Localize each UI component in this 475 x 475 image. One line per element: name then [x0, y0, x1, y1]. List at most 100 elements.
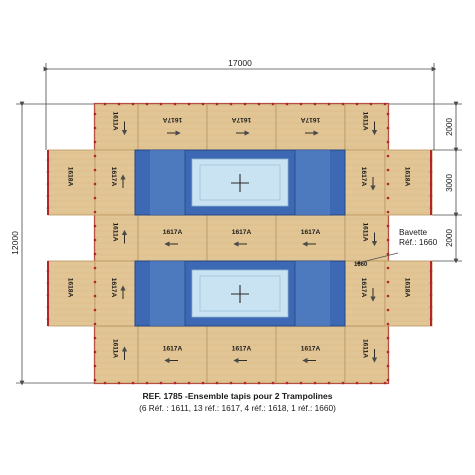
- mat-label: 1617A: [163, 229, 183, 236]
- handle-dot: [93, 322, 97, 326]
- width-dimension: 17000: [228, 58, 252, 68]
- handle-dot: [386, 336, 390, 340]
- handle-dot: [201, 381, 205, 385]
- handle-dot: [386, 238, 390, 242]
- edge-strip: [47, 150, 49, 215]
- mat-1617a: 1617A: [344, 149, 386, 216]
- mat-1617a: 1617A: [206, 214, 277, 262]
- handle-dot: [299, 102, 303, 106]
- handle-dot: [117, 381, 121, 385]
- mat-label: 1611A: [362, 111, 369, 130]
- mat-label: 1618A: [67, 167, 74, 187]
- handle-dot: [386, 168, 390, 172]
- handle-dot: [386, 308, 390, 312]
- handle-dot: [46, 293, 50, 297]
- handle-dot: [215, 102, 219, 106]
- bavette-callout: Bavette Réf.: 1660 1660: [354, 227, 438, 268]
- mat-label: 1611A: [362, 339, 369, 358]
- handle-dot: [46, 158, 50, 162]
- mat-label: 1617A: [110, 167, 117, 187]
- handle-dot: [386, 140, 390, 144]
- bavette-label: Bavette: [399, 227, 428, 237]
- edge-strip: [47, 261, 49, 326]
- edge-strip: [430, 150, 432, 215]
- mat-label: 1617A: [163, 346, 183, 353]
- handle-dot: [299, 381, 303, 385]
- handle-dot: [386, 182, 390, 186]
- handle-dot: [386, 266, 390, 270]
- handle-dot: [383, 381, 387, 385]
- handle-dot: [429, 317, 433, 321]
- handle-dot: [93, 252, 97, 256]
- handle-dot: [103, 102, 107, 106]
- mat-label: 1618A: [404, 278, 411, 298]
- mat-label: 1617A: [110, 278, 117, 298]
- handle-dot: [271, 381, 275, 385]
- handle-dot: [173, 381, 177, 385]
- handle-dot: [386, 322, 390, 326]
- handle-dot: [369, 381, 373, 385]
- dimension-lines: [16, 63, 462, 386]
- mat-1617a: 1617A: [137, 325, 208, 384]
- caption-title: REF. 1785 -Ensemble tapis pour 2 Trampol…: [142, 391, 333, 401]
- handle-dot: [386, 280, 390, 284]
- mat-label: 1617A: [232, 116, 252, 123]
- handle-dot: [93, 294, 97, 298]
- handle-dot: [327, 381, 331, 385]
- handle-dot: [285, 102, 289, 106]
- handle-dot: [187, 381, 191, 385]
- handle-dot: [93, 364, 97, 368]
- handle-dot: [429, 194, 433, 198]
- mat-1611a: 1611A: [344, 214, 389, 262]
- handle-dot: [386, 224, 390, 228]
- handle-dot: [429, 293, 433, 297]
- mat-1611a: 1611A: [94, 103, 139, 151]
- handle-dot: [93, 280, 97, 284]
- bavette-strip-label: 1660: [354, 262, 368, 268]
- mat-1611a: 1611A: [94, 214, 139, 262]
- trampoline-lower: [134, 260, 346, 327]
- handle-dot: [93, 154, 97, 158]
- mat-1617a: 1617A: [94, 260, 136, 327]
- mat-1611a: 1611A: [344, 103, 389, 151]
- handle-dot: [355, 381, 359, 385]
- handle-dot: [93, 168, 97, 172]
- mat-1618a: 1618A: [47, 260, 96, 327]
- handle-dot: [201, 102, 205, 106]
- trampolines: [134, 149, 346, 327]
- handle-dot: [429, 158, 433, 162]
- handle-dot: [243, 102, 247, 106]
- handle-dot: [46, 170, 50, 174]
- handle-dot: [285, 381, 289, 385]
- handle-dot: [145, 381, 149, 385]
- handle-dot: [93, 140, 97, 144]
- handle-dot: [313, 381, 317, 385]
- mat-1617a: 1617A: [344, 260, 386, 327]
- handle-dot: [386, 350, 390, 354]
- mat-1611a: 1611A: [344, 325, 389, 384]
- handle-dot: [271, 102, 275, 106]
- mat-label: 1611A: [112, 111, 119, 130]
- handle-dot: [369, 102, 373, 106]
- handle-dot: [429, 182, 433, 186]
- handle-dot: [46, 305, 50, 309]
- mat-label: 1617A: [360, 278, 367, 298]
- mat-label: 1611A: [112, 339, 119, 358]
- mat-1617a: 1617A: [206, 325, 277, 384]
- handle-dot: [429, 206, 433, 210]
- handle-dot: [429, 269, 433, 273]
- right-dimension-middle: 3000: [445, 174, 454, 192]
- handle-dot: [93, 350, 97, 354]
- handle-dot: [103, 381, 107, 385]
- mat-1617a: 1617A: [137, 103, 208, 151]
- mat-1617a: 1617A: [275, 325, 346, 384]
- handle-dot: [215, 381, 219, 385]
- mat-1617a: 1617A: [137, 214, 208, 262]
- handle-dot: [386, 126, 390, 130]
- handle-dot: [93, 238, 97, 242]
- mat-label: 1618A: [67, 278, 74, 298]
- handle-dot: [46, 317, 50, 321]
- handle-dot: [341, 102, 345, 106]
